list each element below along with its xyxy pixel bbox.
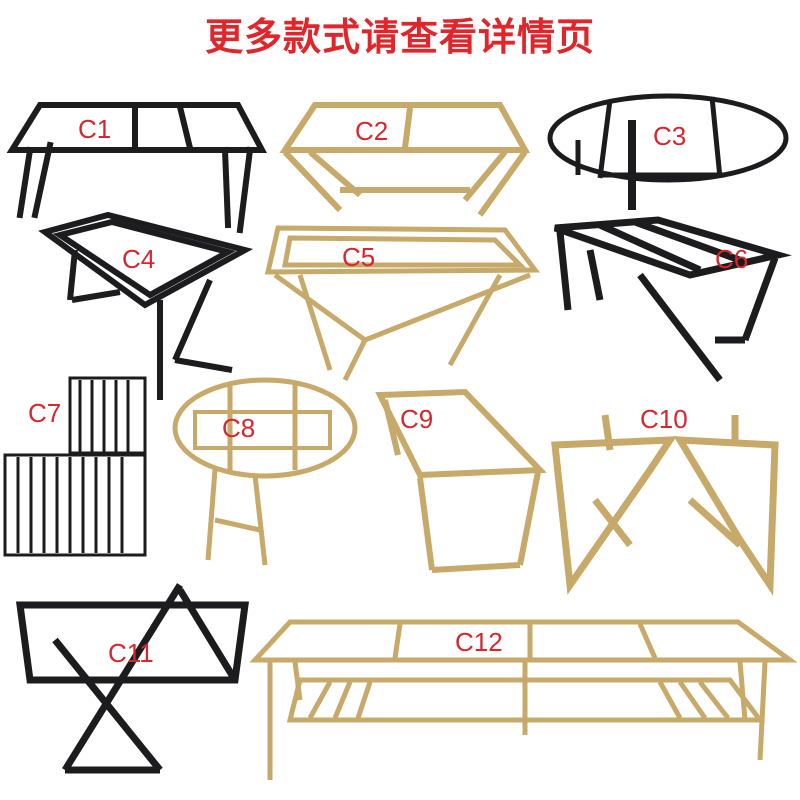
frame-c6-image <box>553 216 792 383</box>
frame-c2-image <box>279 102 531 217</box>
page-title: 更多款式请查看详情页 <box>204 15 595 59</box>
frame-c8-image <box>172 377 358 566</box>
label-c5: C5 <box>342 242 376 272</box>
label-c10: C10 <box>640 404 688 434</box>
label-c12: C12 <box>455 627 503 657</box>
frame-c5-image <box>264 225 540 382</box>
label-c8: C8 <box>222 413 256 443</box>
frame-c11-image <box>16 583 249 774</box>
frame-c3-image <box>547 93 789 210</box>
frame-c7-image <box>3 376 147 557</box>
frame-c12-image <box>249 619 798 780</box>
label-c7: C7 <box>28 398 62 428</box>
label-c6: C6 <box>715 244 749 274</box>
label-c3: C3 <box>653 121 687 151</box>
label-c9: C9 <box>400 404 434 434</box>
frame-c9-image <box>375 388 547 573</box>
label-c1: C1 <box>78 114 112 144</box>
frame-c4-image <box>38 211 254 400</box>
label-c4: C4 <box>122 244 156 274</box>
frame-c10-image <box>551 414 779 596</box>
frame-c1-image <box>6 102 267 234</box>
label-c2: C2 <box>355 116 389 146</box>
label-c11: C11 <box>108 638 154 668</box>
